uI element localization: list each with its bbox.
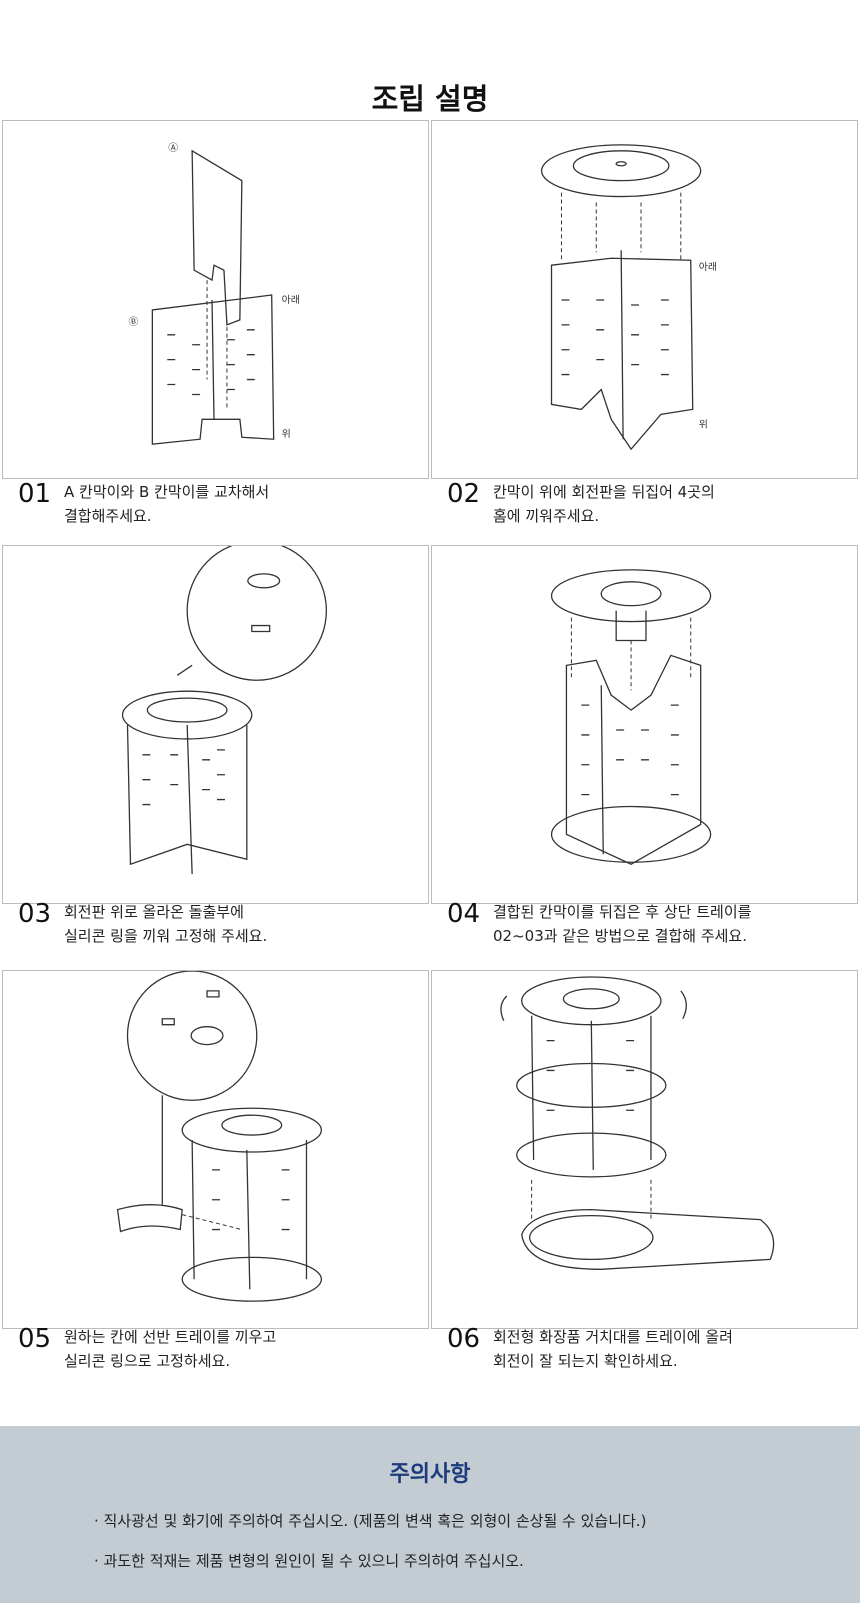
caution-item: · 과도한 적재는 제품 변형의 원인이 될 수 있으니 주의하여 주십시오. (94, 1552, 524, 1570)
step-06-illustration (431, 970, 858, 1329)
step-02-illustration: 아래 위 (431, 120, 858, 479)
caption-line: 결합해주세요. (64, 507, 152, 525)
caution-title: 주의사항 (389, 1462, 471, 1487)
caption-line: A 칸막이와 B 칸막이를 교차해서 (64, 483, 270, 501)
caption-line: 회전형 화장품 거치대를 트레이에 올려 (493, 1328, 733, 1346)
step-number: 03 (18, 899, 52, 929)
label-a: Ⓐ (168, 142, 178, 154)
caution-section: 주의사항 · 직사광선 및 화기에 주의하여 주십시오. (제품의 변색 혹은 … (0, 1426, 860, 1603)
step-04-illustration (431, 545, 858, 904)
step-number: 05 (18, 1324, 52, 1354)
label-bottom: 아래 (699, 261, 717, 273)
step-number: 04 (447, 899, 481, 929)
caption-line: 실리콘 링을 끼워 고정해 주세요. (64, 927, 268, 945)
caption-line: 실리콘 링으로 고정하세요. (64, 1352, 231, 1370)
caption-line: 칸막이 위에 회전판을 뒤집어 4곳의 (493, 483, 715, 501)
label-top: 위 (699, 417, 708, 430)
caption-line: 원하는 칸에 선반 트레이를 끼우고 (64, 1328, 277, 1346)
caption-line: 결합된 칸막이를 뒤집은 후 상단 트레이를 (493, 903, 752, 921)
caption-line: 회전이 잘 되는지 확인하세요. (493, 1352, 678, 1370)
label-top: 위 (282, 427, 291, 440)
step-04-caption: 04 결합된 칸막이를 뒤집은 후 상단 트레이를 02~03과 같은 방법으로 … (447, 900, 751, 948)
step-number: 06 (447, 1324, 481, 1354)
label-bottom: 아래 (282, 294, 300, 306)
label-b: Ⓑ (128, 316, 138, 328)
step-number: 02 (447, 479, 481, 509)
page-title: 조립 설명 (371, 82, 489, 116)
step-number: 01 (18, 479, 52, 509)
caption-line: 02~03과 같은 방법으로 결합해 주세요. (493, 927, 747, 945)
caption-line: 회전판 위로 올라온 돌출부에 (64, 903, 244, 921)
caption-line: 홈에 끼워주세요. (493, 507, 600, 525)
caution-item: · 직사광선 및 화기에 주의하여 주십시오. (제품의 변색 혹은 외형이 손… (94, 1512, 647, 1530)
step-01-illustration: Ⓐ Ⓑ 아래 위 (2, 120, 429, 479)
step-03-illustration (2, 540, 429, 904)
step-05-illustration (2, 970, 429, 1329)
